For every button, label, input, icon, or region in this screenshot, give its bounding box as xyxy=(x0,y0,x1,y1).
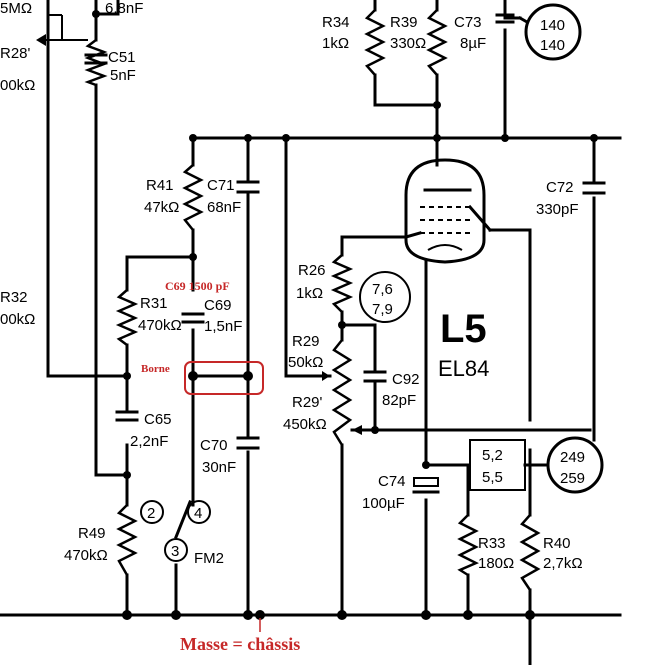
label-c74: C74 xyxy=(378,473,406,490)
label-tube-ref: L5 xyxy=(440,307,487,351)
fm2-switch xyxy=(140,500,211,562)
label-r29-value: 50kΩ xyxy=(288,354,323,371)
label-pin-3: 3 xyxy=(171,543,179,560)
label-r39-value: 330Ω xyxy=(390,35,426,52)
label-r32: R32 xyxy=(0,289,28,306)
component-labels: 5MΩ 6,8nF R28' 00kΩ C51 5nF R34 1kΩ R39 … xyxy=(0,0,585,572)
label-c73: C73 xyxy=(454,14,482,31)
label-c72-value: 330pF xyxy=(536,201,579,218)
label-c71: C71 xyxy=(207,177,235,194)
label-c73-value: 8µF xyxy=(460,35,486,52)
label-c70: C70 xyxy=(200,437,228,454)
label-7-9: 7,9 xyxy=(372,301,393,318)
label-c68: 6,8nF xyxy=(105,0,143,17)
label-r39: R39 xyxy=(390,14,418,31)
label-7-6: 7,6 xyxy=(372,281,393,298)
borne-highlight xyxy=(184,361,264,395)
label-r41: R41 xyxy=(146,177,174,194)
label-r31: R31 xyxy=(140,295,168,312)
label-r29: R29 xyxy=(292,333,320,350)
resistors xyxy=(84,9,541,591)
label-r41-value: 47kΩ xyxy=(144,199,179,216)
label-c74-value: 100µF xyxy=(362,495,405,512)
label-tube-type: EL84 xyxy=(438,356,489,381)
label-r34: R34 xyxy=(322,14,350,31)
label-c72: C72 xyxy=(546,179,574,196)
label-140a: 140 xyxy=(540,17,565,34)
label-r40: R40 xyxy=(543,535,571,552)
label-r34-value: 1kΩ xyxy=(322,35,349,52)
label-c51-value: 5nF xyxy=(110,67,136,84)
capacitors xyxy=(84,13,606,494)
label-fm2: FM2 xyxy=(194,550,224,567)
label-r26: R26 xyxy=(298,262,326,279)
label-r29b: R29' xyxy=(292,394,323,411)
label-c65: C65 xyxy=(144,411,172,428)
label-r40-value: 2,7kΩ xyxy=(543,555,583,572)
label-c92-value: 82pF xyxy=(382,392,416,409)
el84-tube xyxy=(404,158,493,264)
measurement-markers xyxy=(359,3,604,494)
annotation-masse: Masse = châssis xyxy=(180,634,300,654)
label-c51: C51 xyxy=(108,49,136,66)
label-c69: C69 xyxy=(204,297,232,314)
label-r49-value: 470kΩ xyxy=(64,547,108,564)
annotations: C69 1500 pF Borne Masse = châssis xyxy=(141,279,300,654)
label-top-left: 5MΩ xyxy=(0,0,32,17)
junctions xyxy=(92,10,598,620)
label-c92: C92 xyxy=(392,371,420,388)
label-pin-4: 4 xyxy=(194,505,202,522)
label-pin-2: 2 xyxy=(147,505,155,522)
label-r33: R33 xyxy=(478,535,506,552)
potentiometer-wipers xyxy=(36,15,362,435)
label-c70-value: 30nF xyxy=(202,459,236,476)
label-r28: R28' xyxy=(0,45,31,62)
label-c71-value: 68nF xyxy=(207,199,241,216)
label-140b: 140 xyxy=(540,37,565,54)
annotation-borne: Borne xyxy=(141,363,170,375)
label-259: 259 xyxy=(560,470,585,487)
label-5-2: 5,2 xyxy=(482,447,503,464)
label-r33-value: 180Ω xyxy=(478,555,514,572)
label-r26-value: 1kΩ xyxy=(296,285,323,302)
label-c69-value: 1,5nF xyxy=(204,318,242,335)
label-r29b-value: 450kΩ xyxy=(283,416,327,433)
annotation-c69-value: C69 1500 pF xyxy=(165,279,230,293)
label-249: 249 xyxy=(560,449,585,466)
label-r31-value: 470kΩ xyxy=(138,317,182,334)
label-r49: R49 xyxy=(78,525,106,542)
label-r32-value: 00kΩ xyxy=(0,311,35,328)
label-r28-value: 00kΩ xyxy=(0,77,35,94)
label-c65-value: 2,2nF xyxy=(130,433,168,450)
label-5-5: 5,5 xyxy=(482,469,503,486)
